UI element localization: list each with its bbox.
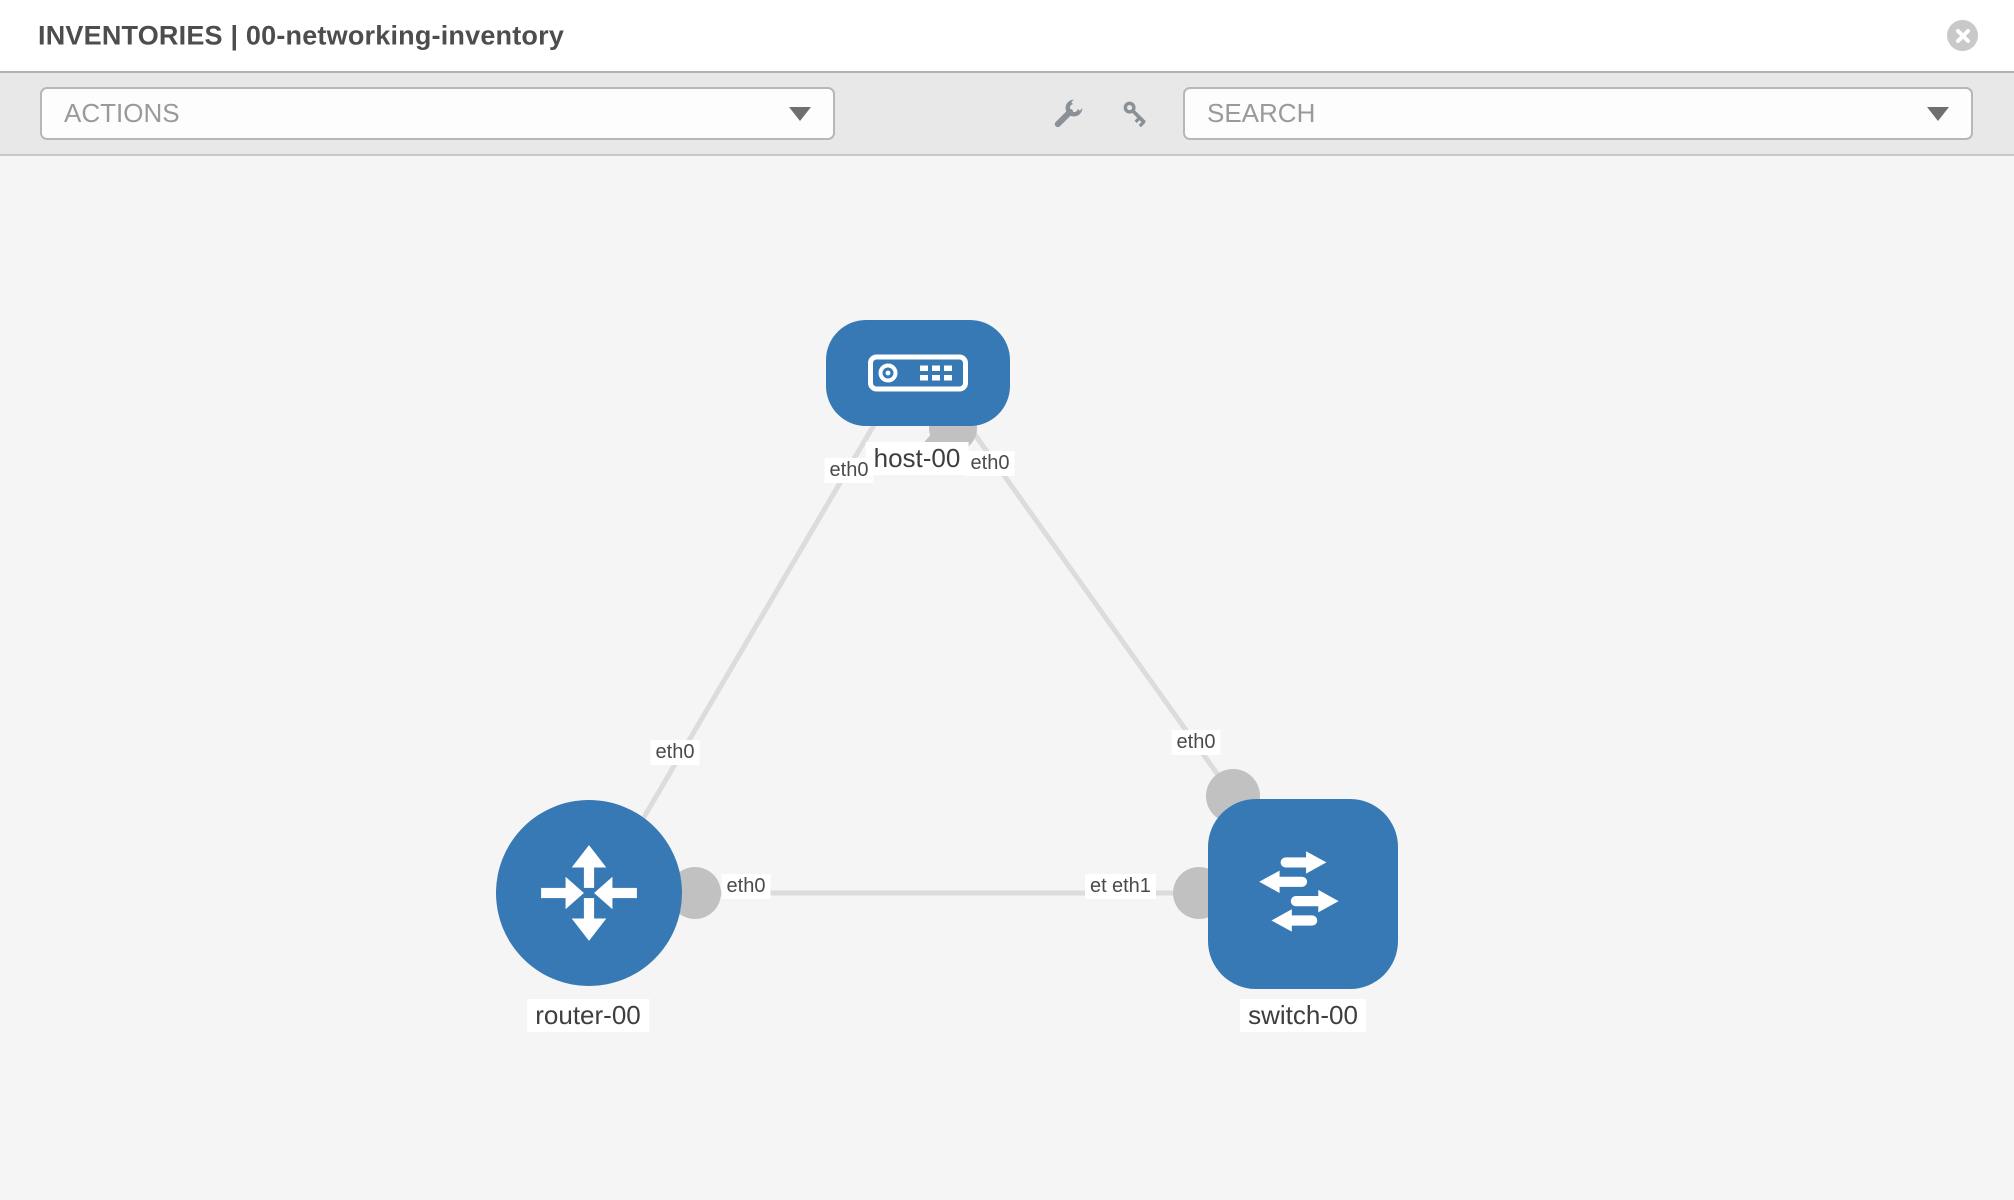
chevron-down-icon	[1927, 106, 1949, 121]
node-label-router: router-00	[527, 999, 649, 1032]
port-circle-router	[669, 867, 721, 919]
close-button[interactable]	[1947, 20, 1978, 51]
node-router-00[interactable]	[496, 800, 682, 986]
chevron-down-icon	[789, 106, 811, 121]
port-label: eth0	[965, 451, 1015, 476]
port-label: eth0	[1171, 730, 1221, 755]
router-icon	[541, 845, 637, 941]
search-dropdown[interactable]: SEARCH	[1183, 87, 1973, 140]
wrench-icon[interactable]	[1050, 96, 1086, 132]
links-layer	[637, 404, 1260, 919]
node-switch-00[interactable]	[1208, 799, 1398, 989]
actions-dropdown[interactable]: ACTIONS	[40, 87, 835, 140]
port-label: eth0	[721, 874, 771, 899]
header: INVENTORIES | 00-networking-inventory	[0, 0, 2014, 71]
toolbar: ACTIONS SEARCH	[0, 71, 2014, 156]
node-label-switch: switch-00	[1240, 999, 1366, 1032]
port-label: eth0	[650, 740, 700, 765]
actions-dropdown-label: ACTIONS	[64, 98, 180, 128]
key-icon[interactable]	[1120, 98, 1152, 130]
port-label: eth0	[824, 458, 874, 483]
switch-icon	[1259, 851, 1339, 932]
topology-canvas[interactable]: host-00 router-00 switch-00 eth0 eth0 et…	[0, 156, 2014, 1200]
port-label: eth1	[1107, 874, 1156, 899]
host-icon	[868, 354, 968, 392]
node-label-host: host-00	[865, 442, 969, 475]
toolbar-icons	[1050, 73, 1152, 154]
search-dropdown-label: SEARCH	[1207, 98, 1316, 128]
close-icon	[1955, 28, 1970, 43]
page-title: INVENTORIES | 00-networking-inventory	[38, 20, 565, 50]
node-host-00[interactable]	[826, 320, 1010, 426]
